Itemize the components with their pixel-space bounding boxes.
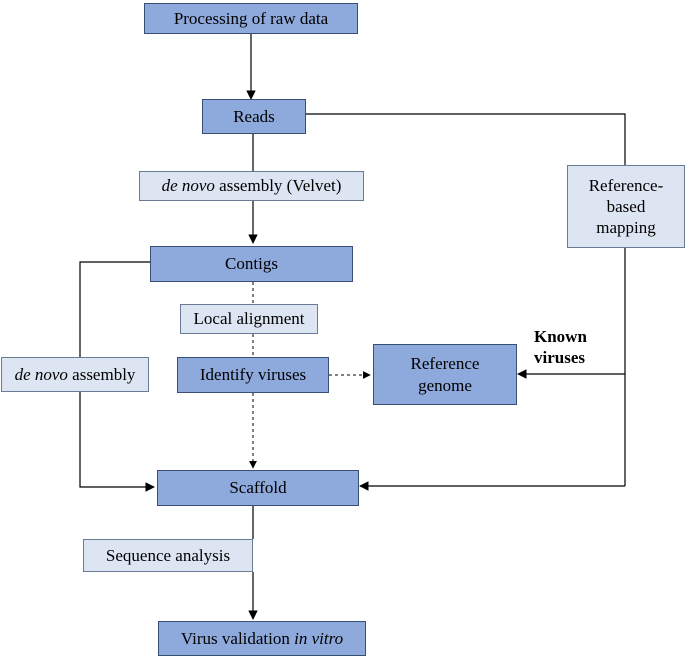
denovo-assembly-rest: assembly — [67, 364, 136, 384]
virus-validation-node: Virus validation in vitro — [158, 621, 366, 656]
known-viruses-line2: viruses — [534, 348, 585, 368]
scaffold-label: Scaffold — [229, 478, 287, 498]
virus-validation-rest: Virus validation — [180, 628, 295, 648]
local-alignment-node: Local alignment — [180, 304, 318, 334]
edge-contigs-to-denovo — [79, 261, 150, 357]
scaffold-node: Scaffold — [157, 470, 359, 506]
local-alignment-label: Local alignment — [193, 309, 305, 329]
reference-genome-line1: Reference — [410, 354, 480, 374]
sequence-analysis-label: Sequence analysis — [105, 545, 231, 565]
processing-node: Processing of raw data — [144, 3, 358, 34]
denovo-velvet-node: de novo assembly (Velvet) — [139, 171, 364, 201]
edge-reads-to-mapping — [305, 113, 626, 165]
virus-validation-italic: in vitro — [294, 628, 344, 648]
identify-viruses-label: Identify viruses — [199, 365, 307, 385]
denovo-velvet-italic: de novo — [161, 176, 215, 196]
denovo-assembly-label: de novo assembly — [15, 364, 136, 385]
identify-viruses-node: Identify viruses — [177, 357, 329, 393]
reference-mapping-line1: Reference- — [588, 175, 664, 195]
processing-label: Processing of raw data — [173, 8, 329, 28]
denovo-velvet-label: de novo assembly (Velvet) — [162, 175, 342, 196]
contigs-label: Contigs — [225, 254, 278, 274]
known-viruses-line1: Known — [534, 327, 587, 346]
reference-mapping-line3: mapping — [596, 218, 656, 238]
reference-genome-line2: genome — [418, 375, 472, 395]
reads-label: Reads — [233, 106, 275, 126]
known-viruses-annotation: Known viruses — [534, 326, 587, 369]
reads-node: Reads — [202, 99, 306, 134]
reference-genome-node: Reference genome — [373, 344, 517, 405]
sequence-analysis-node: Sequence analysis — [83, 539, 253, 572]
reference-mapping-line2: based — [606, 196, 646, 216]
contigs-node: Contigs — [150, 246, 353, 282]
denovo-assembly-node: de novo assembly — [1, 357, 149, 392]
denovo-assembly-italic: de novo — [14, 364, 68, 384]
reference-mapping-node: Reference- based mapping — [567, 165, 685, 248]
virus-validation-label: Virus validation in vitro — [181, 628, 343, 649]
edge-denovo-to-scaffold — [79, 392, 155, 492]
denovo-velvet-rest: assembly (Velvet) — [214, 176, 342, 196]
